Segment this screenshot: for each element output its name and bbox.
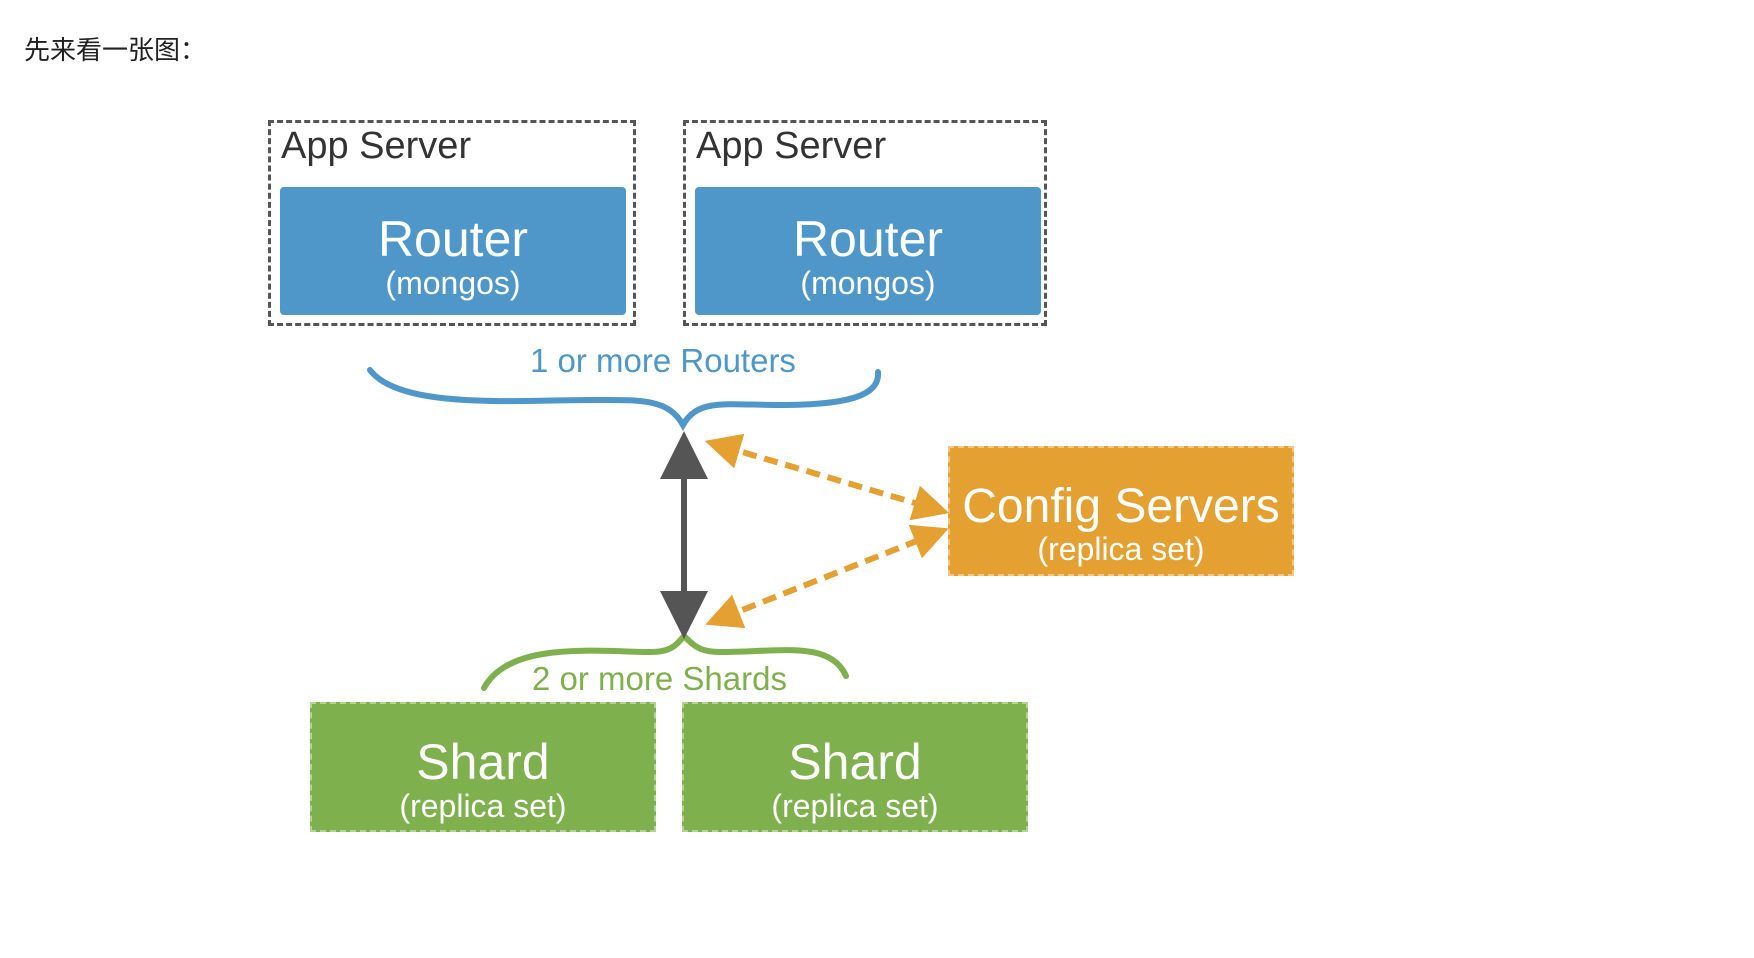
router-title: Router: [792, 211, 944, 267]
router-title: Router: [377, 211, 529, 267]
app-server-2: App Server Router (mongos): [683, 120, 1047, 326]
config-servers-box: Config Servers (replica set): [948, 446, 1294, 576]
config-subtitle: (replica set): [1037, 531, 1205, 568]
router-brace-icon: [367, 367, 882, 432]
router-subtitle: (mongos): [800, 264, 936, 301]
config-shard-arrow-icon: [705, 524, 949, 629]
app-server-label: App Server: [696, 125, 887, 167]
shard-title: Shard: [416, 734, 550, 790]
shard-subtitle: (replica set): [771, 787, 939, 824]
routers-count-label: 1 or more Routers: [530, 342, 796, 379]
shard-subtitle: (replica set): [399, 787, 567, 824]
router-box-1: Router (mongos): [280, 187, 626, 315]
router-subtitle: (mongos): [385, 264, 521, 301]
router-box-2: Router (mongos): [695, 187, 1041, 315]
intro-text: 先来看一张图：: [24, 36, 207, 66]
shard-brace-icon: [481, 631, 849, 691]
app-server-1: App Server Router (mongos): [268, 120, 636, 326]
shard-title: Shard: [788, 734, 922, 790]
config-title: Config Servers: [962, 480, 1280, 533]
app-server-label: App Server: [281, 125, 472, 167]
shard-box-2: Shard (replica set): [682, 702, 1028, 832]
shards-count-label: 2 or more Shards: [532, 660, 787, 697]
shard-box-1: Shard (replica set): [310, 702, 656, 832]
config-router-arrow-icon: [704, 433, 950, 521]
